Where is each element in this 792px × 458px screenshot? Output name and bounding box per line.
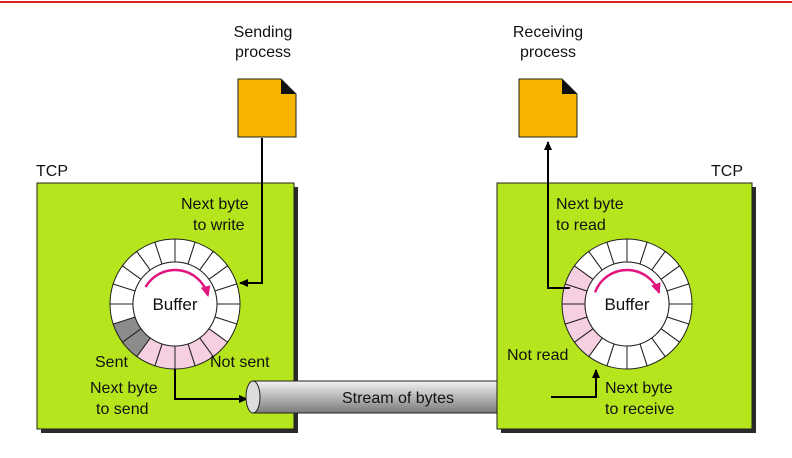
send-arrow xyxy=(174,369,248,403)
receiving-process-label-line2: process xyxy=(520,44,576,61)
byte-stream-pipe: Stream of bytes xyxy=(245,380,551,414)
read-arrow xyxy=(544,141,570,289)
buffer-center xyxy=(132,261,218,347)
sender-side: Sending process TCP Next byte to write B… xyxy=(36,24,298,433)
stream-of-bytes-label: Stream of bytes xyxy=(342,390,454,407)
sent-label: Sent xyxy=(95,354,128,371)
sender-buffer-label: Buffer xyxy=(152,295,197,314)
sending-process-document-icon xyxy=(237,78,297,138)
next-byte-to-receive-label-line2: to receive xyxy=(605,401,674,418)
sender-tcp-label: TCP xyxy=(36,163,68,180)
receive-arrow xyxy=(551,369,600,398)
sending-process-label-line2: process xyxy=(235,44,291,61)
next-byte-to-read-label-line2: to read xyxy=(556,217,606,234)
not-read-label: Not read xyxy=(507,347,568,364)
receiver-buffer-label: Buffer xyxy=(604,295,649,314)
circular-direction-arrow xyxy=(593,268,661,295)
next-byte-to-read-label-line1: Next byte xyxy=(556,196,624,213)
sending-process-label-line1: Sending xyxy=(234,24,293,41)
receiver-tcp-label: TCP xyxy=(711,163,743,180)
receiver-side: Receiving process TCP Next byte to read … xyxy=(496,24,756,433)
next-byte-to-write-label-line1: Next byte xyxy=(181,196,249,213)
next-byte-to-send-label-line1: Next byte xyxy=(90,380,158,397)
not-sent-label: Not sent xyxy=(210,354,270,371)
receiver-circular-buffer xyxy=(561,238,693,370)
next-byte-to-write-label-line2: to write xyxy=(193,217,245,234)
sender-circular-buffer xyxy=(109,238,241,370)
receiving-process-label-line1: Receiving xyxy=(513,24,583,41)
receiving-process-document-icon xyxy=(518,78,578,138)
write-arrow xyxy=(239,138,263,287)
next-byte-to-send-label-line2: to send xyxy=(96,401,148,418)
buffer-center xyxy=(584,261,670,347)
next-byte-to-receive-label-line1: Next byte xyxy=(605,380,673,397)
circular-direction-arrow xyxy=(144,268,211,298)
